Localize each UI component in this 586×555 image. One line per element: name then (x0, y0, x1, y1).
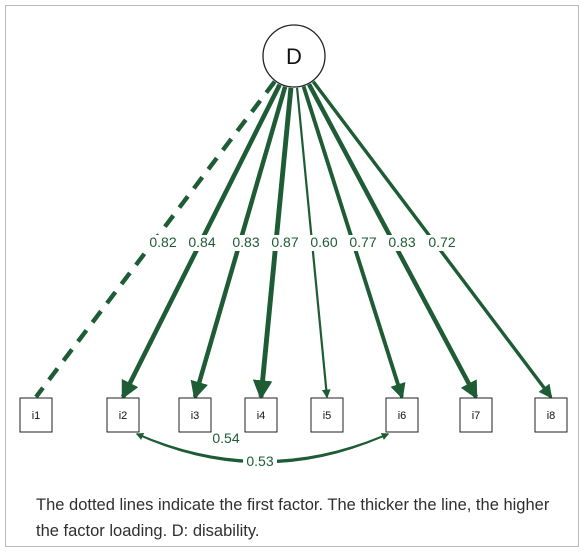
covariance-label: 0.54 (212, 430, 239, 446)
sem-path-diagram: 0.82 0.84 0.83 0.87 0.60 0.77 0.83 0.72 0.54 0.53… (19, 24, 568, 469)
figure-caption: The dotted lines indicate the first fact… (36, 496, 550, 540)
figure-frame: 0.82 0.84 0.83 0.87 0.60 0.77 0.83 0.72 0.54 0.53… (5, 5, 579, 547)
item-label-i3: i3 (191, 410, 200, 422)
loading-label-bg (229, 235, 263, 251)
loading-label-i2: 0.84 (188, 234, 215, 250)
item-node-i6 (385, 397, 419, 433)
item-node-i3 (178, 397, 212, 433)
item-label-i5: i5 (323, 410, 332, 422)
loading-label-i4: 0.87 (271, 234, 298, 250)
item-node-i8 (534, 397, 568, 433)
covariance-label: 0.53 (246, 453, 273, 469)
loading-label-bg (385, 235, 419, 251)
loading-label-i8: 0.72 (428, 234, 455, 250)
item-label-i2: i2 (119, 410, 128, 422)
loading-label-bg (425, 235, 459, 251)
covariance-label-bg (209, 431, 243, 446)
loading-label-bg (146, 235, 180, 251)
item-label-i4: i4 (257, 410, 266, 422)
item-node-i4 (244, 397, 278, 433)
loading-label-i6: 0.77 (349, 234, 376, 250)
item-label-i6: i6 (398, 410, 407, 422)
factor-node (262, 24, 326, 88)
loading-label-i5: 0.60 (310, 234, 337, 250)
item-node-i5 (310, 397, 344, 433)
item-node-i1 (19, 397, 53, 433)
loading-label-i7: 0.83 (388, 234, 415, 250)
loading-label-bg (268, 235, 302, 251)
item-label-i8: i8 (547, 410, 556, 422)
loading-label-bg (307, 235, 341, 251)
loading-label-bg (346, 235, 380, 251)
loading-label-i1: 0.82 (149, 234, 176, 250)
loading-label-bg (185, 235, 219, 251)
loading-label-i3: 0.83 (232, 234, 259, 250)
item-label-i1: i1 (32, 410, 41, 422)
factor-label: D (286, 44, 302, 69)
covariance-label-bg (243, 454, 277, 469)
item-label-i7: i7 (472, 410, 481, 422)
item-node-i2 (106, 397, 140, 433)
item-node-i7 (459, 397, 493, 433)
